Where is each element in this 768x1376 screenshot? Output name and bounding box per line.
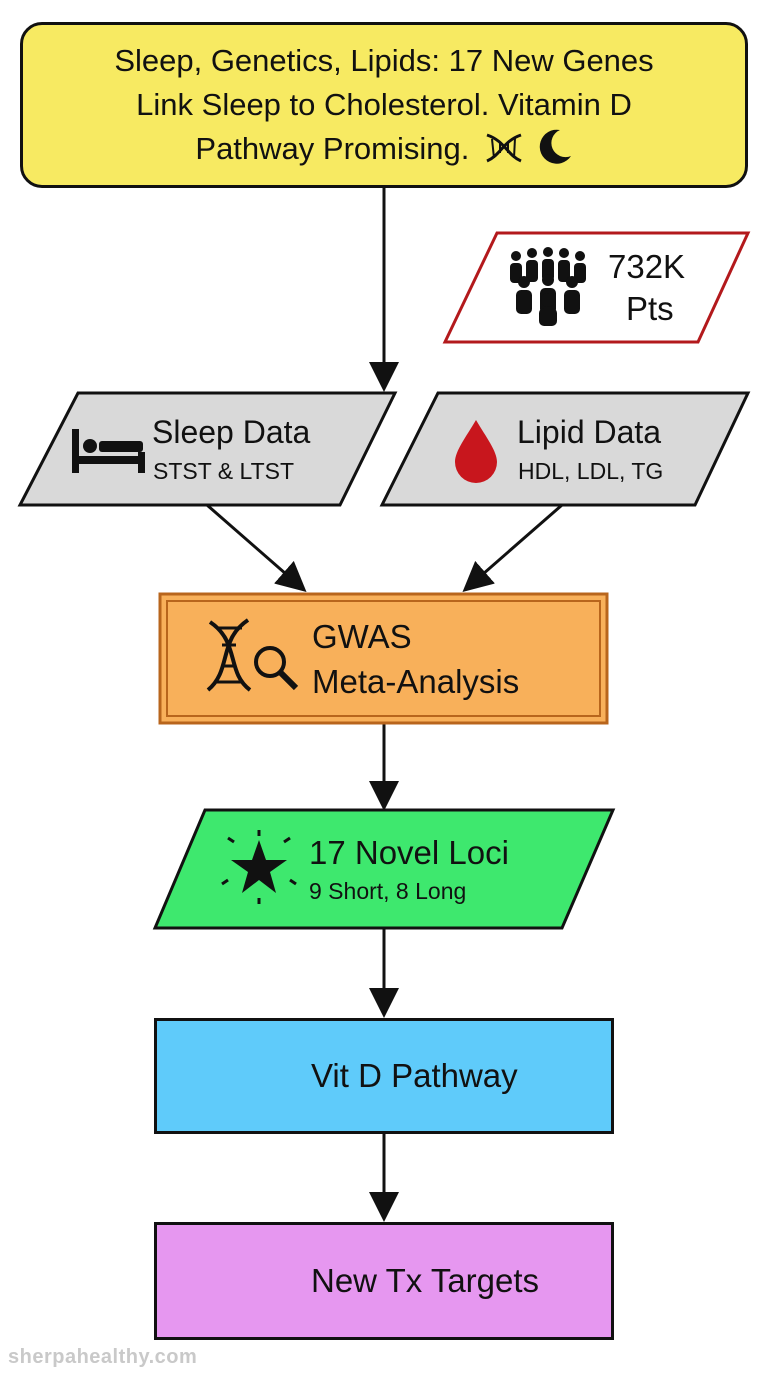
vitd-box: Vit D Pathway xyxy=(154,1018,614,1134)
targets-label: New Tx Targets xyxy=(311,1262,540,1299)
title-line-3-text: Pathway Promising. xyxy=(195,131,470,166)
arrow-lipid-to-gwas xyxy=(462,503,563,592)
loci-subtitle: 9 Short, 8 Long xyxy=(309,878,467,904)
population-unit: Pts xyxy=(626,290,674,327)
loci-shape xyxy=(152,808,616,930)
vitd-label: Vit D Pathway xyxy=(311,1057,518,1094)
dna-icon xyxy=(486,133,522,163)
loci-title: 17 Novel Loci xyxy=(309,834,509,871)
gwas-outer-border xyxy=(158,592,609,725)
title-line-1: Sleep, Genetics, Lipids: 17 New Genes xyxy=(114,42,654,78)
population-shape xyxy=(442,231,751,344)
moon-icon xyxy=(539,129,571,164)
sleep-data-subtitle: STST & LTST xyxy=(153,458,295,484)
title-line-3: Pathway Promising. xyxy=(195,127,572,171)
crowd-icon xyxy=(510,247,586,326)
title-box: Sleep, Genetics, Lipids: 17 New Genes Li… xyxy=(20,22,748,188)
population-count: 732K xyxy=(608,248,686,285)
arrow-sleep-to-gwas xyxy=(206,503,307,592)
sleep-data-title: Sleep Data xyxy=(152,414,311,450)
lipid-data-subtitle: HDL, LDL, TG xyxy=(518,458,664,484)
targets-box: New Tx Targets xyxy=(154,1222,614,1340)
title-line-2: Link Sleep to Cholesterol. Vitamin D xyxy=(136,86,632,122)
lipid-data-title: Lipid Data xyxy=(517,414,662,450)
bed-icon xyxy=(72,429,145,473)
gwas-title: GWAS xyxy=(312,618,412,655)
sleep-data-shape xyxy=(17,391,398,507)
star-burst-icon xyxy=(221,830,297,904)
watermark: sherpahealthy.com xyxy=(8,1346,198,1368)
gwas-inner-border xyxy=(166,600,601,717)
gwas-subtitle: Meta-Analysis xyxy=(312,663,520,700)
dna-magnifier-icon xyxy=(206,618,299,692)
blood-drop-icon xyxy=(455,420,497,483)
